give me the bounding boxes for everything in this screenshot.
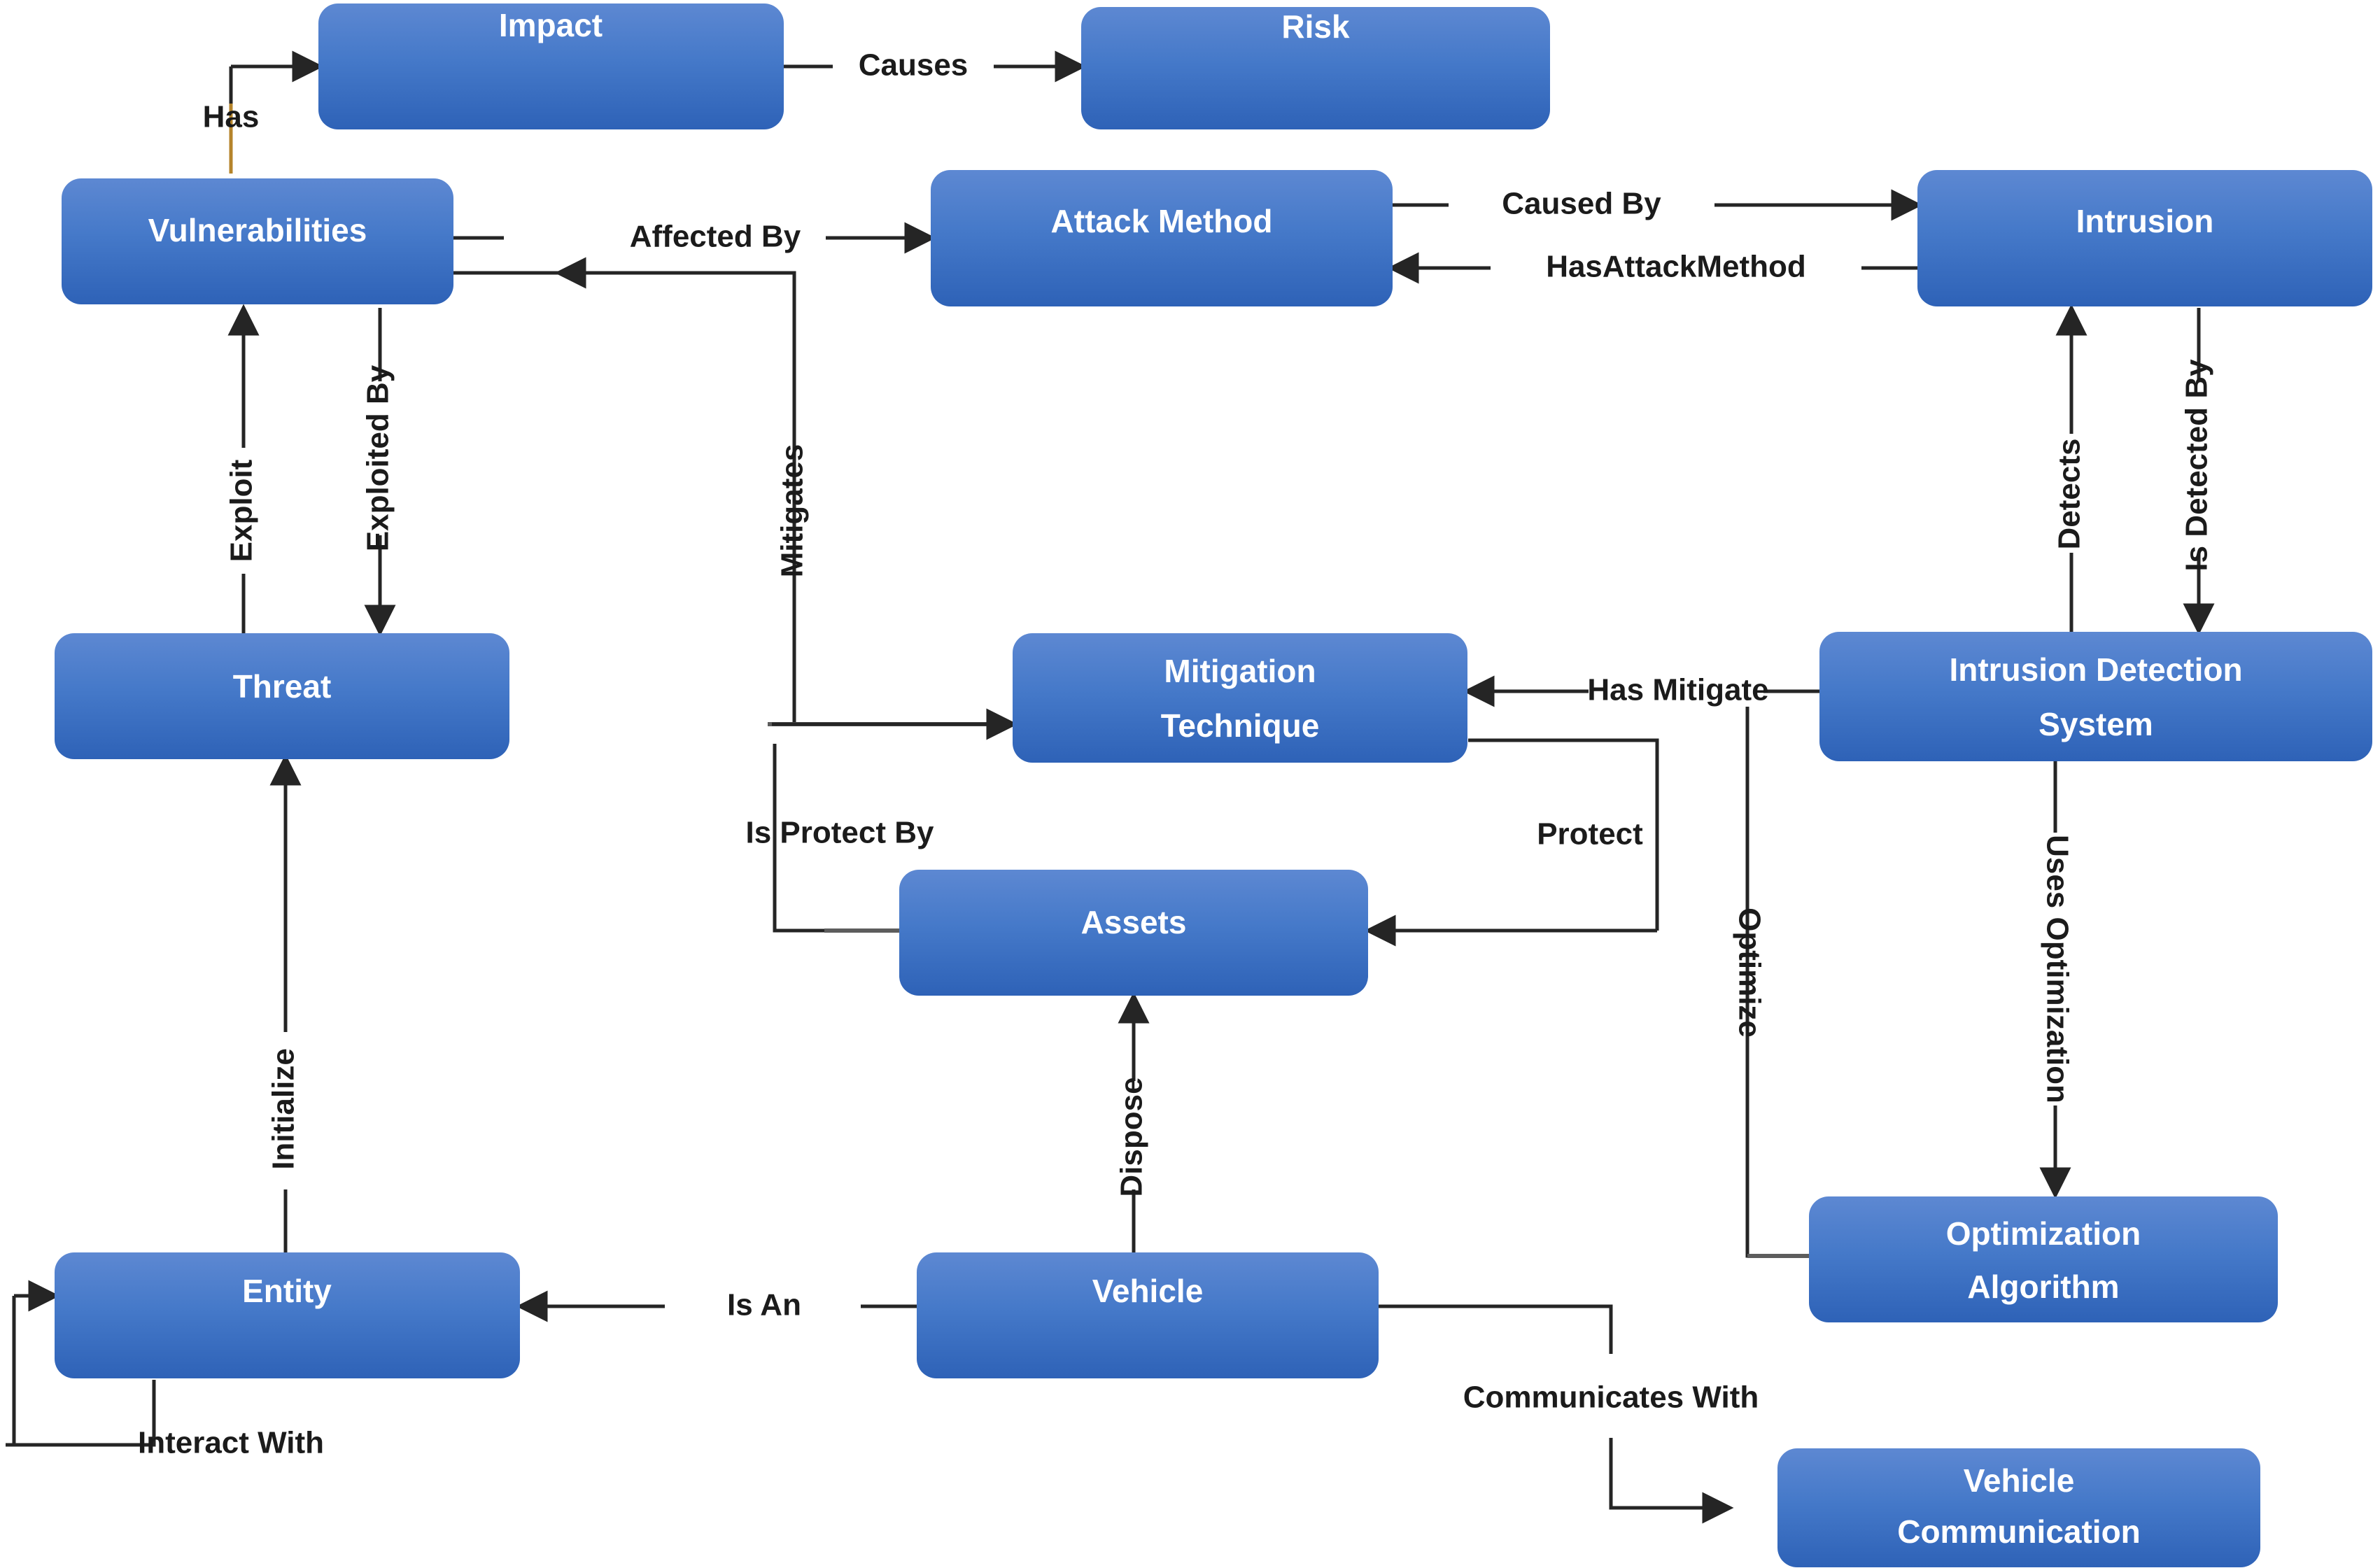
node-threat-label: Threat — [233, 668, 332, 705]
edge-is-protect-by-label: Is Protect By — [746, 816, 935, 850]
edge-interact-with: Interact With — [6, 1280, 324, 1460]
node-optimization-algorithm-box[interactable] — [1809, 1196, 2278, 1322]
edge-interact-with-label: Interact With — [138, 1426, 324, 1460]
node-vehicle[interactable]: Vehicle — [917, 1252, 1379, 1378]
edge-is-detected-by: Is Detected By — [2180, 308, 2215, 635]
edge-is-detected-by-label: Is Detected By — [2180, 359, 2214, 572]
edge-is-an-label: Is An — [727, 1288, 801, 1322]
edge-uses-optimization: Uses Optimization — [2039, 761, 2074, 1199]
node-impact-label: Impact — [499, 7, 603, 43]
edge-protect-label: Protect — [1537, 817, 1643, 852]
edge-communicates-with: Communicates With — [1379, 1304, 1759, 1524]
node-vulnerabilities-label: Vulnerabilities — [148, 212, 367, 248]
node-entity[interactable]: Entity — [55, 1252, 520, 1378]
node-vulnerabilities-box[interactable] — [62, 178, 453, 304]
edge-initialize: Initialize — [267, 754, 302, 1252]
node-mitigation-technique[interactable]: Mitigation Technique — [1013, 633, 1467, 763]
node-intrusion-detection-system-label-line2: System — [2039, 706, 2153, 742]
node-intrusion-box[interactable] — [1917, 170, 2372, 306]
edge-optimize: Optimize — [1732, 707, 1809, 1258]
edge-exploit: Exploit — [225, 304, 260, 633]
node-impact-box[interactable] — [318, 3, 784, 129]
node-mitigation-technique-label-line1: Mitigation — [1164, 653, 1316, 689]
node-entity-label: Entity — [242, 1273, 332, 1309]
node-attack-method-label: Attack Method — [1051, 203, 1273, 239]
node-vulnerabilities[interactable]: Vulnerabilities — [62, 178, 453, 304]
node-intrusion-detection-system-label-line1: Intrusion Detection — [1949, 651, 2242, 688]
edge-affected-by-label: Affected By — [630, 220, 801, 254]
edge-mitigates-label: Mitigates — [775, 444, 810, 578]
node-assets-label: Assets — [1081, 904, 1187, 940]
node-intrusion-detection-system-box[interactable] — [1819, 632, 2372, 761]
node-attack-method-box[interactable] — [931, 170, 1393, 306]
node-vehicle-communication-label-line1: Vehicle — [1964, 1462, 2075, 1499]
edge-has-attack-method-label: HasAttackMethod — [1546, 250, 1806, 284]
edge-mitigates: Mitigates — [453, 257, 810, 724]
edge-causes: Causes — [784, 48, 1087, 83]
edge-has-mitigate: Has Mitigate — [1463, 673, 1819, 707]
edge-has-attack-method: HasAttackMethod — [1387, 250, 1917, 284]
node-intrusion[interactable]: Intrusion — [1917, 170, 2372, 306]
edge-communicates-with-line1 — [1379, 1304, 1613, 1354]
edge-mitigates-line — [554, 257, 796, 724]
edge-uses-optimization-label: Uses Optimization — [2040, 835, 2074, 1103]
edge-is-protect-by: Is Protect By — [746, 744, 935, 933]
node-mitigation-technique-box[interactable] — [1013, 633, 1467, 763]
edge-optimize-label: Optimize — [1732, 907, 1766, 1038]
node-vehicle-communication-box[interactable] — [1777, 1448, 2260, 1567]
edge-communicates-with-label: Communicates With — [1463, 1380, 1759, 1415]
node-vehicle-box[interactable] — [917, 1252, 1379, 1378]
edge-exploited-by-label: Exploited By — [361, 365, 395, 551]
edge-caused-by: Caused By — [1393, 187, 1923, 221]
node-optimization-algorithm-label-line1: Optimization — [1946, 1215, 2141, 1252]
edge-caused-by-label: Caused By — [1502, 187, 1661, 221]
edge-detects-label: Detects — [2052, 439, 2087, 550]
edge-exploit-label: Exploit — [225, 459, 259, 562]
node-attack-method[interactable]: Attack Method — [931, 170, 1393, 306]
node-risk-label: Risk — [1281, 8, 1350, 45]
node-optimization-algorithm-label-line2: Algorithm — [1967, 1269, 2119, 1305]
edge-communicates-with-line2 — [1609, 1438, 1734, 1524]
node-vehicle-label: Vehicle — [1092, 1273, 1204, 1309]
node-assets-box[interactable] — [899, 870, 1368, 996]
edges-layer: Has Causes Affected By Caused By HasAtta… — [6, 48, 2215, 1524]
node-threat-box[interactable] — [55, 633, 509, 759]
edge-is-an: Is An — [516, 1288, 917, 1322]
edge-dispose-label: Dispose — [1115, 1077, 1149, 1196]
node-entity-box[interactable] — [55, 1252, 520, 1378]
node-optimization-algorithm[interactable]: Optimization Algorithm — [1809, 1196, 2278, 1322]
edge-has-label: Has — [203, 100, 260, 134]
node-impact[interactable]: Impact — [318, 3, 784, 129]
nodes-layer: Impact Risk Vulnerabilities Attack Metho… — [55, 3, 2372, 1567]
edge-exploited-by: Exploited By — [361, 308, 396, 637]
node-vehicle-communication-label-line2: Communication — [1897, 1513, 2141, 1550]
node-mitigation-technique-label-line2: Technique — [1161, 707, 1320, 744]
node-risk-box[interactable] — [1081, 7, 1550, 129]
edge-has-mitigate-label: Has Mitigate — [1587, 673, 1768, 707]
node-risk[interactable]: Risk — [1081, 7, 1550, 129]
node-vehicle-communication[interactable]: Vehicle Communication — [1777, 1448, 2260, 1567]
edge-protect-line — [1468, 738, 1659, 931]
edge-causes-label: Causes — [859, 48, 969, 83]
edge-interact-with-line — [12, 1296, 156, 1447]
edge-has: Has — [203, 50, 324, 174]
edge-affected-by: Affected By — [453, 220, 936, 254]
node-assets[interactable]: Assets — [899, 870, 1368, 996]
edge-initialize-label: Initialize — [267, 1048, 301, 1170]
edge-protect: Protect — [1364, 738, 1659, 947]
edge-detects: Detects — [2052, 304, 2087, 632]
node-intrusion-detection-system[interactable]: Intrusion Detection System — [1819, 632, 2372, 761]
node-threat[interactable]: Threat — [55, 633, 509, 759]
node-intrusion-label: Intrusion — [2076, 203, 2214, 239]
edge-dispose: Dispose — [1115, 991, 1150, 1252]
